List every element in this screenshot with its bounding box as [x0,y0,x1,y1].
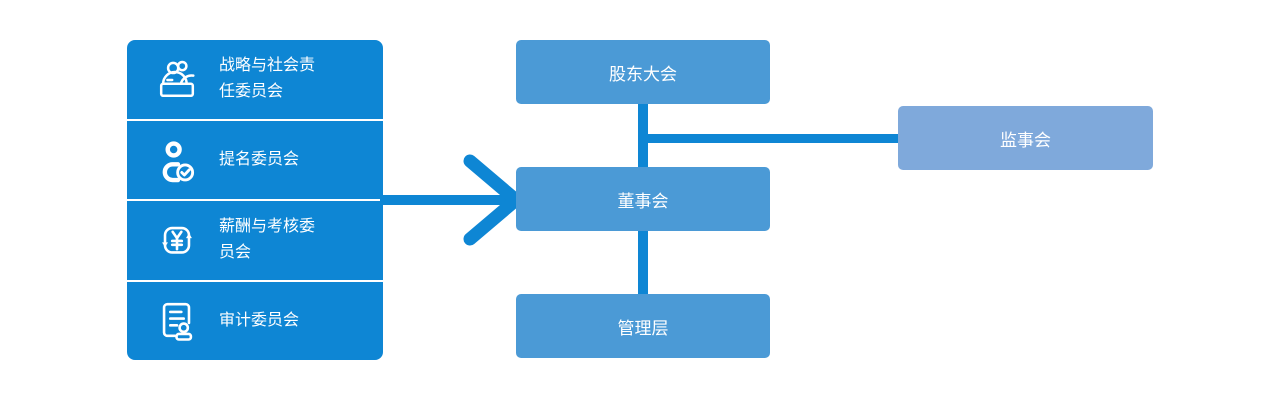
yuan-sign-icon [154,217,200,263]
person-check-icon [154,137,200,183]
arrow-right-icon [380,154,523,246]
committee-label: 薪酬与考核委员会 [219,218,316,262]
node-board-of-directors: 董事会 [516,167,770,231]
committee-label: 审计委员会 [219,311,300,329]
node-label: 管理层 [617,318,669,338]
node-label: 董事会 [617,191,669,211]
node-supervisory-board: 监事会 [898,106,1153,170]
audit-document-icon [154,298,200,344]
node-label: 监事会 [1000,130,1051,150]
meeting-icon [154,56,200,102]
committee-label: 战略与社会责任委员会 [219,57,316,101]
committee-remuneration-assessment: 薪酬与考核委员会 [127,199,383,280]
committee-label: 提名委员会 [219,150,300,168]
committee-audit: 审计委员会 [127,279,383,361]
committee-nomination: 提名委员会 [127,118,383,200]
committees-panel: 战略与社会责任委员会 提名委员会 [127,40,383,360]
connector-branch-supervisors [643,134,898,143]
node-label: 股东大会 [609,64,677,84]
node-management: 管理层 [516,294,770,358]
committee-strategy-social-responsibility: 战略与社会责任委员会 [127,40,383,119]
connector-board-management [638,230,648,296]
node-shareholders-meeting: 股东大会 [516,40,770,104]
